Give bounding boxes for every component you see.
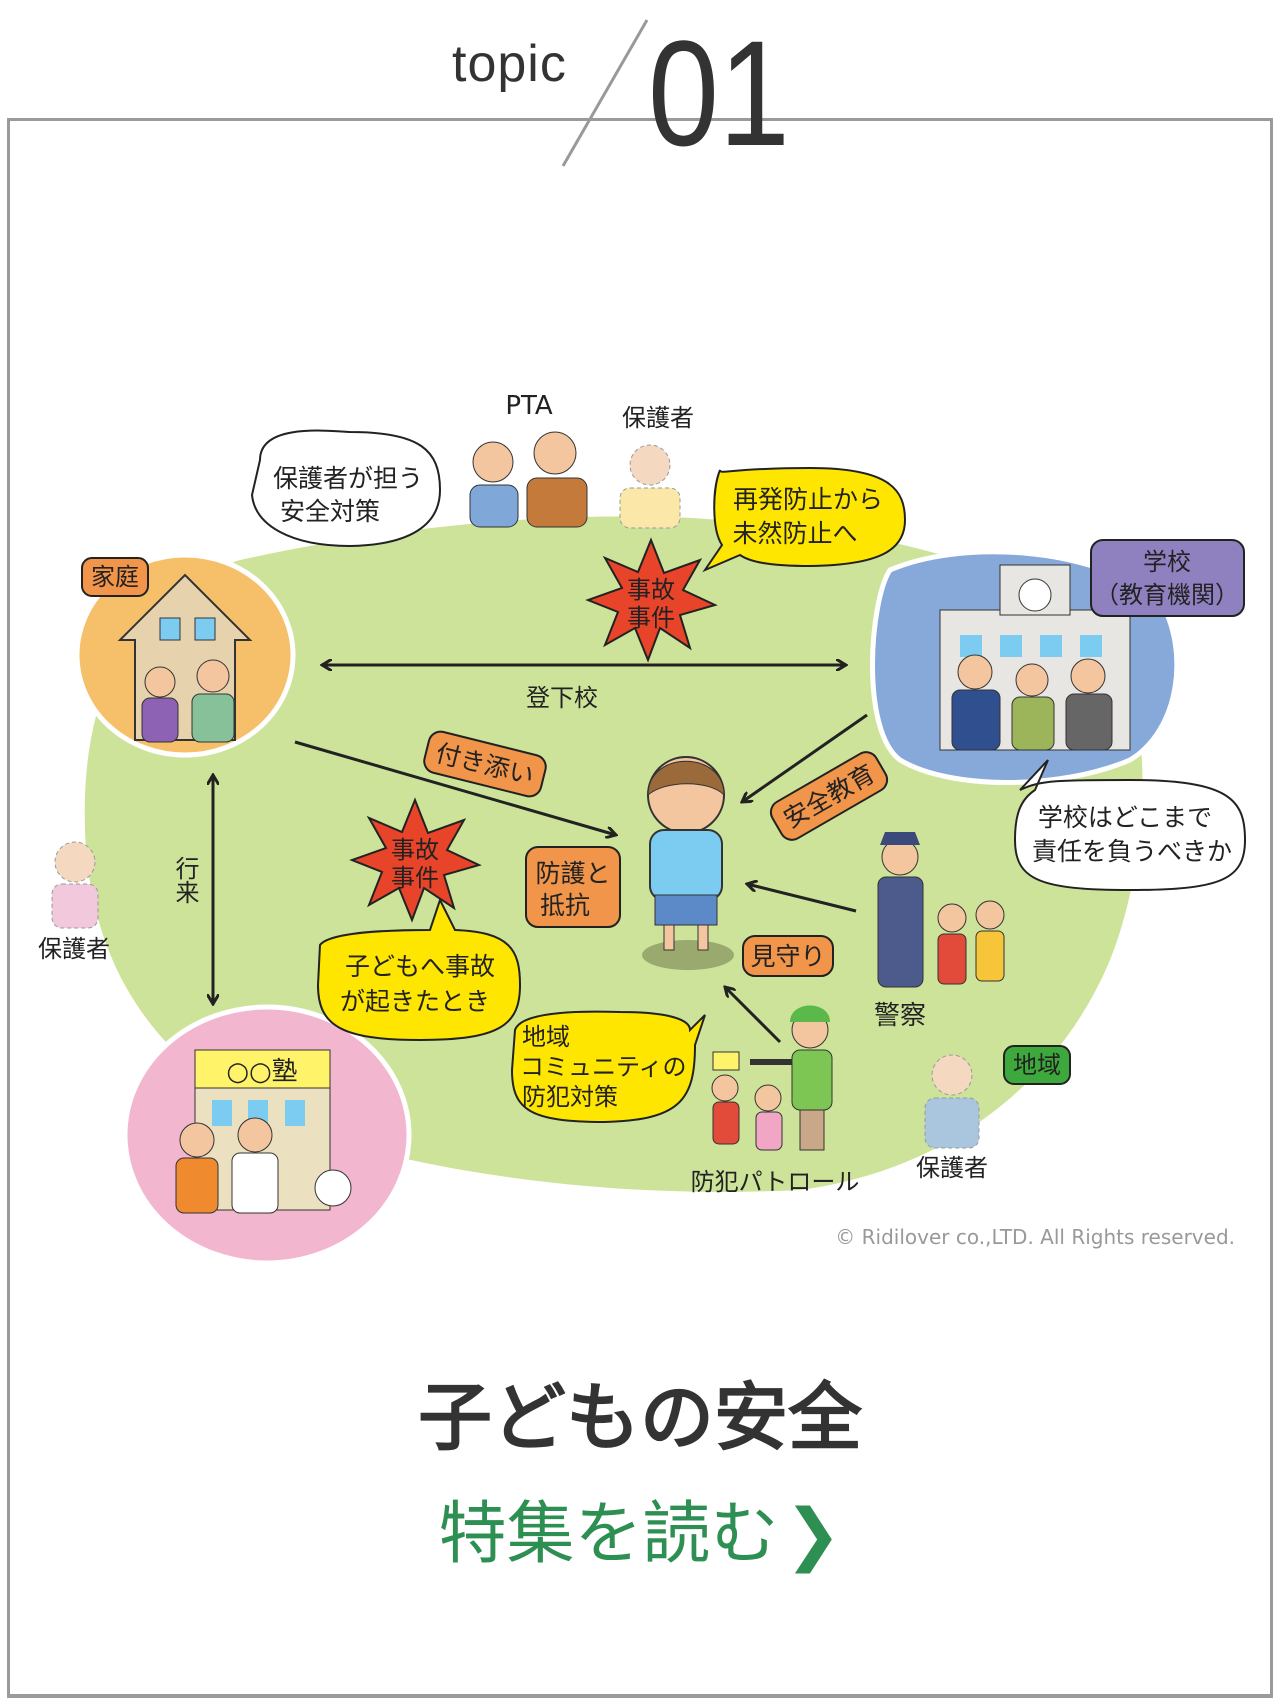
topic-label: topic xyxy=(452,35,567,93)
svg-text:抵抗: 抵抗 xyxy=(540,891,590,920)
svg-text:安全対策: 安全対策 xyxy=(280,497,380,526)
svg-text:コミュニティの: コミュニティの xyxy=(520,1053,687,1081)
police-group: 警察 xyxy=(874,832,1005,1031)
patrol-group: 防犯パトロール xyxy=(691,1005,860,1196)
tag-community: 地域 xyxy=(1003,1045,1071,1085)
page-title: 子どもの安全 xyxy=(418,1375,862,1461)
person-icon xyxy=(877,876,924,988)
home-group: 家庭 xyxy=(74,552,296,758)
svg-text:地域: 地域 xyxy=(522,1023,570,1051)
svg-text:未然防止へ: 未然防止へ xyxy=(732,519,857,548)
svg-text:事故: 事故 xyxy=(627,576,675,604)
svg-text:事故: 事故 xyxy=(391,836,439,864)
bubble-guardian-measures: 保護者が担う 安全対策 xyxy=(250,429,442,548)
person-icon xyxy=(526,477,588,528)
school-group: 学校 （教育機関） xyxy=(870,539,1245,785)
person-icon xyxy=(191,693,235,743)
person-icon xyxy=(175,1157,219,1214)
explosion-icon xyxy=(585,537,718,663)
bubble-school-responsibility: 学校はどこまで 責任を負うべきか xyxy=(1013,759,1247,892)
svg-text:PTA: PTA xyxy=(505,391,553,421)
svg-text:保護者: 保護者 xyxy=(622,404,694,432)
bubble-when-accident: 子どもへ事故 が起きたとき xyxy=(316,897,522,1042)
card-frame xyxy=(7,118,1273,1698)
svg-text:再発防止から: 再発防止から xyxy=(733,485,883,514)
svg-text:事件: 事件 xyxy=(627,604,675,632)
person-icon xyxy=(791,1049,833,1111)
explosion-icon xyxy=(349,797,482,923)
person-icon xyxy=(951,689,1001,751)
copyright-text: © Ridilover co.,LTD. All Rights reserved… xyxy=(835,1225,1235,1249)
pta-group: PTA xyxy=(469,391,588,528)
read-feature-label[interactable]: 特集を読む xyxy=(438,1495,779,1574)
person-icon xyxy=(1011,696,1055,751)
svg-text:家庭: 家庭 xyxy=(91,563,139,591)
topic-number: 01 xyxy=(648,9,790,177)
read-feature-link[interactable]: 特集を読む❯ xyxy=(0,1478,1280,1577)
svg-text:学校はどこまで: 学校はどこまで xyxy=(1038,803,1212,832)
juku-group: ○○塾 xyxy=(122,1004,412,1266)
svg-text:が起きたとき: が起きたとき xyxy=(340,987,490,1016)
person-icon xyxy=(469,484,519,528)
person-icon xyxy=(619,487,681,529)
svg-text:保護者: 保護者 xyxy=(38,935,110,963)
svg-text:学校: 学校 xyxy=(1143,548,1191,576)
guardian-top: 保護者 xyxy=(619,404,694,529)
svg-text:防護と: 防護と xyxy=(535,859,610,888)
svg-text:警察: 警察 xyxy=(874,1001,926,1031)
child-figure xyxy=(642,756,734,970)
police-to-child-arrow xyxy=(747,884,857,913)
tag-protection: 防護と 抵抗 xyxy=(525,846,621,928)
back-and-forth-label: 行来 xyxy=(171,856,199,904)
svg-text:（教育機関）: （教育機関） xyxy=(1095,581,1239,609)
person-icon xyxy=(141,697,179,743)
svg-text:保護者が担う: 保護者が担う xyxy=(273,464,423,493)
svg-text:防犯対策: 防犯対策 xyxy=(522,1083,618,1111)
person-icon xyxy=(231,1152,279,1214)
guardian-left: 保護者 xyxy=(38,841,110,963)
slash-divider xyxy=(561,19,649,167)
svg-text:事件: 事件 xyxy=(391,864,439,892)
commute-label: 登下校 xyxy=(526,684,598,712)
bubble-prevention: 再発防止から 未然防止へ xyxy=(702,466,907,573)
tag-watch: 見守り xyxy=(742,935,834,977)
incident-burst-top: 事故 事件 xyxy=(585,537,718,663)
patrol-to-child-arrow xyxy=(725,987,782,1044)
police-cap-icon xyxy=(880,832,920,845)
person-icon xyxy=(1065,693,1113,751)
svg-text:防犯パトロール: 防犯パトロール xyxy=(691,1168,860,1196)
guardian-bottom: 保護者 xyxy=(916,1054,988,1182)
home-tag xyxy=(81,557,149,597)
svg-text:地域: 地域 xyxy=(1013,1051,1061,1079)
flag-icon xyxy=(712,1051,740,1071)
svg-text:責任を負うべきか: 責任を負うべきか xyxy=(1032,837,1232,866)
bubble-community-measures: 地域 コミュニティの 防犯対策 xyxy=(510,1010,706,1124)
svg-text:子どもへ事故: 子どもへ事故 xyxy=(345,952,495,981)
svg-text:保護者: 保護者 xyxy=(916,1154,988,1182)
clock-icon xyxy=(1018,578,1052,612)
svg-text:○○塾: ○○塾 xyxy=(226,1057,297,1087)
soccer-ball-icon xyxy=(314,1169,352,1207)
incident-burst-left: 事故 事件 xyxy=(349,797,482,923)
svg-text:見守り: 見守り xyxy=(750,942,825,971)
person-icon xyxy=(924,1097,980,1149)
school-tag xyxy=(1090,539,1245,617)
chevron-right-icon[interactable]: ❯ xyxy=(784,1495,842,1574)
school-to-child-arrow xyxy=(742,713,868,802)
person-icon xyxy=(51,883,99,929)
home-to-child-arrow xyxy=(294,740,616,835)
